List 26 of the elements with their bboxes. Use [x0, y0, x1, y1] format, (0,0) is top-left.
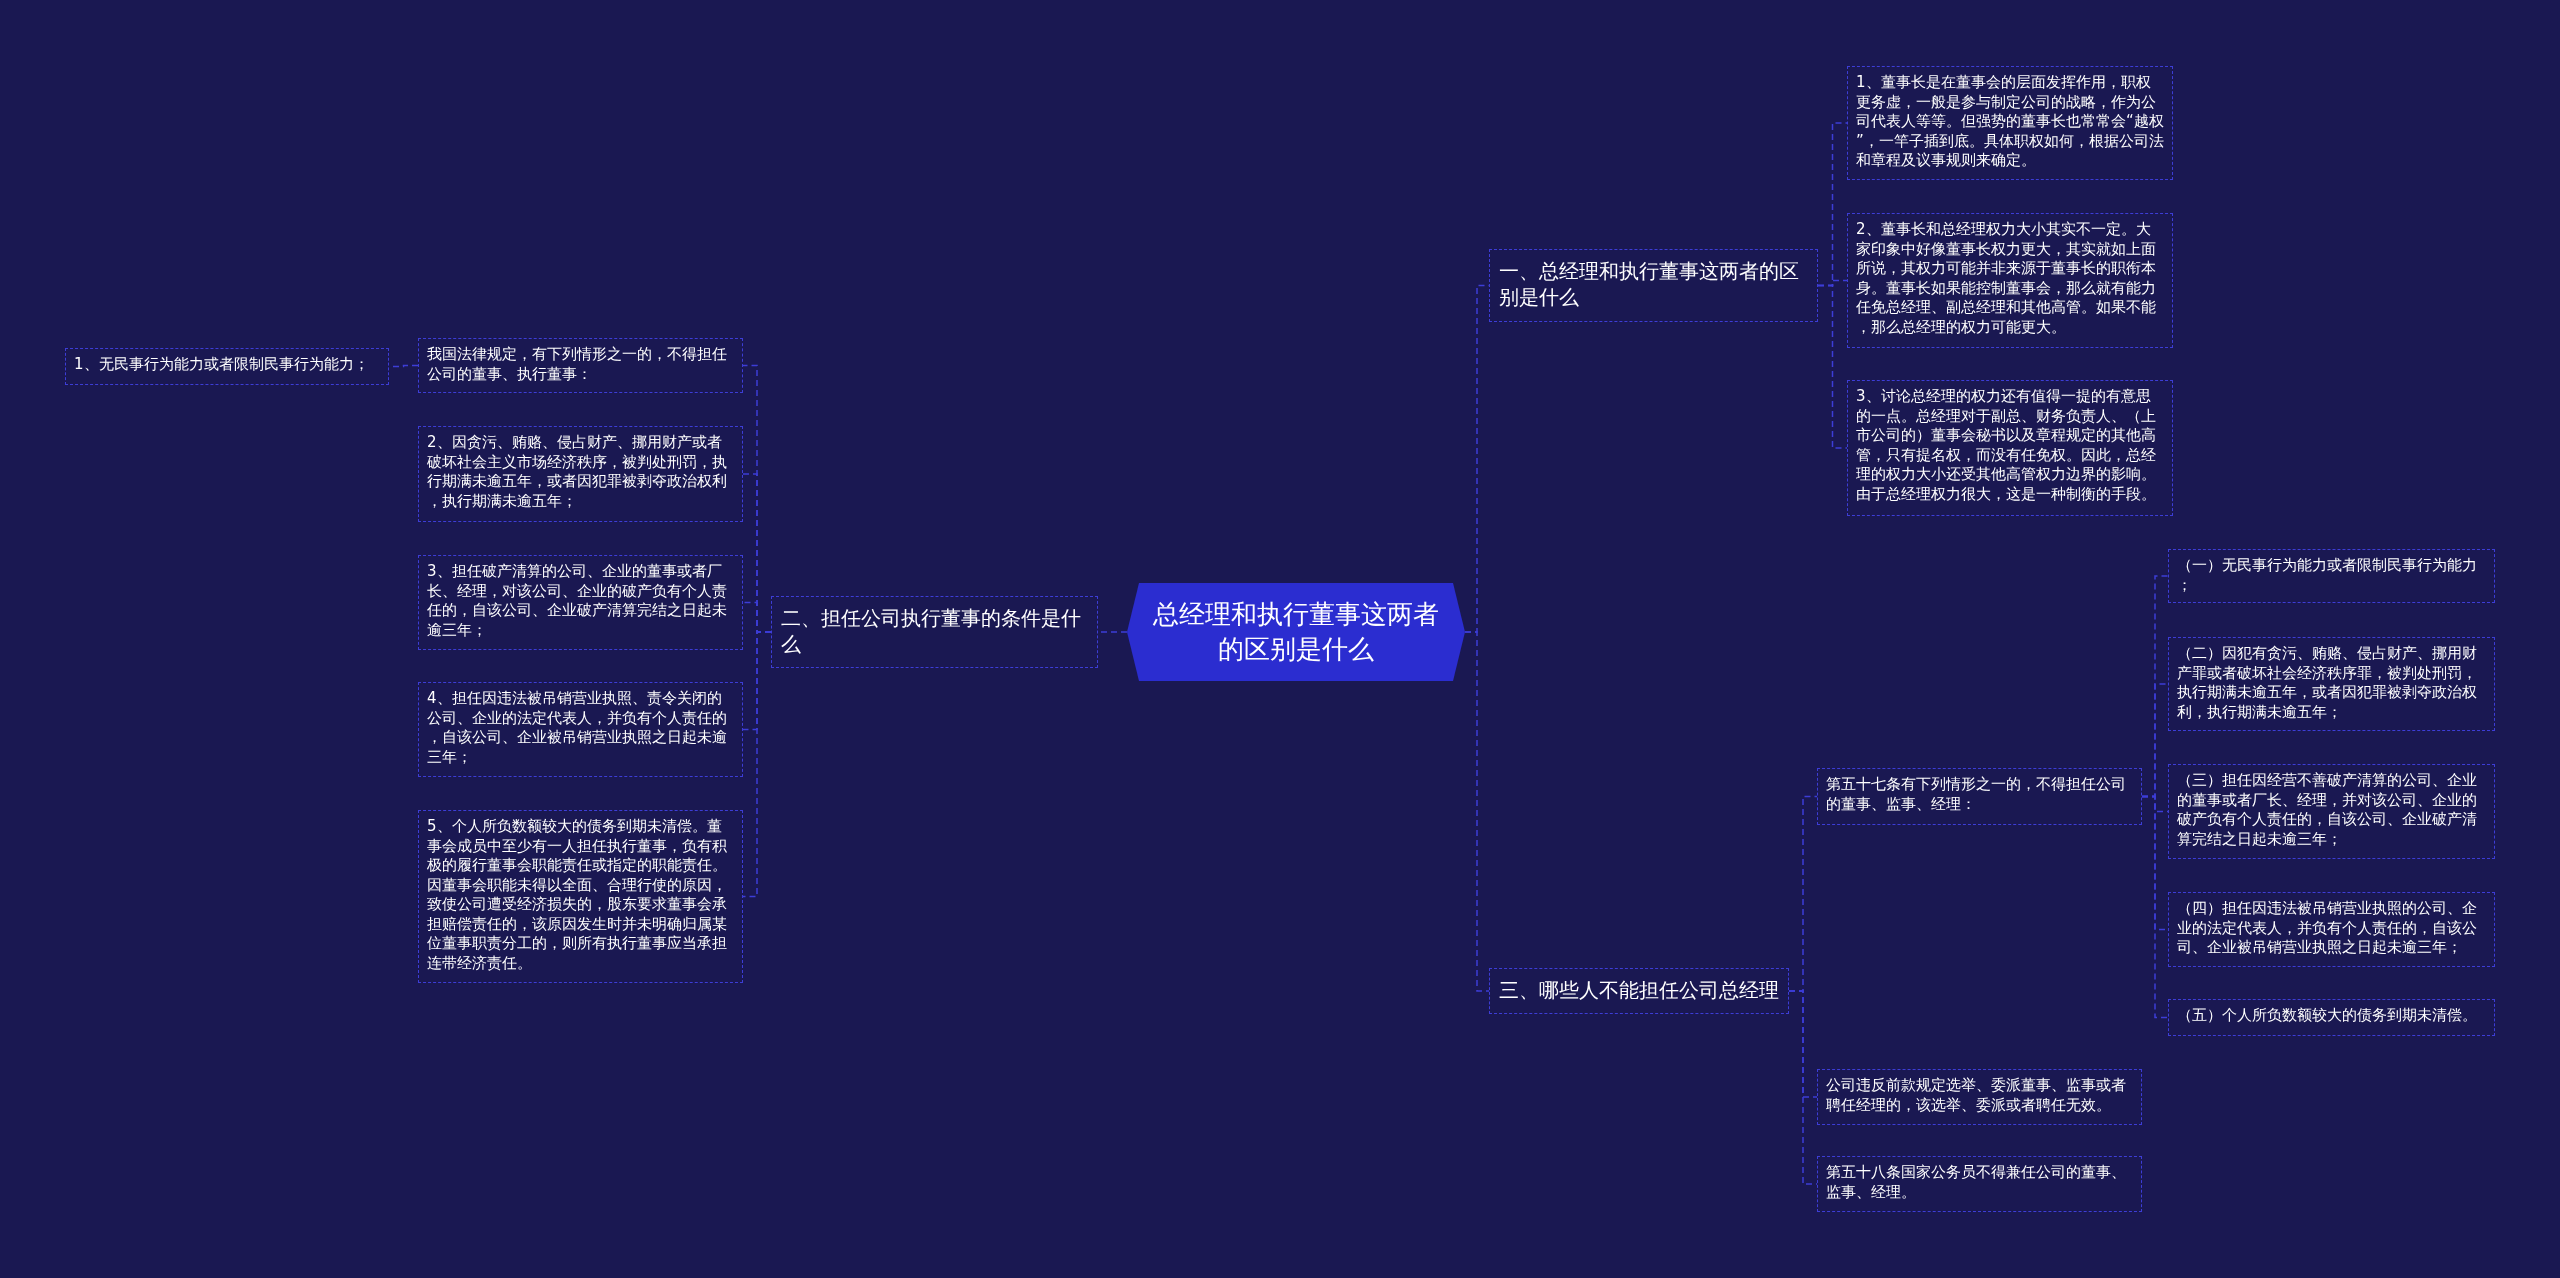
subtopic-box: 第五十八条国家公务员不得兼任公司的董事、监事、经理。: [1817, 1156, 2142, 1212]
subtopic-box: （二）因犯有贪污、贿赂、侵占财产、挪用财产罪或者破坏社会经济秩序罪，被判处刑罚，执行期满未逾五年，或者因犯罪被剥夺政治权利，执行期满未逾五年；: [2168, 637, 2495, 731]
connector-line: [742, 631, 772, 898]
subtopic-box: 3、讨论总经理的权力还有值得一提的有意思的一点。总经理对于副总、财务负责人、（上市公司的）董事会秘书以及章程规定的其他高管，只有提名权，而没有任免权。因此，总经理的权力大小还受其他高管权力边界的影响。由于总经理权力很大，这是一种制衡的手段。: [1847, 380, 2173, 516]
subtopic-box: 我国法律规定，有下列情形之一的，不得担任公司的董事、执行董事：: [418, 338, 743, 393]
central-topic: 总经理和执行董事这两者的区别是什么: [1127, 583, 1465, 681]
connector-line: [2141, 795, 2169, 1019]
topic-box: 二、担任公司执行董事的条件是什么: [771, 596, 1098, 668]
subtopic-box: （五）个人所负数额较大的债务到期未清偿。: [2168, 999, 2495, 1036]
subtopic-box: 2、董事长和总经理权力大小其实不一定。大家印象中好像董事长权力更大，其实就如上面所说，其权力可能并非来源于董事长的职衔本身。董事长如果能控制董事会，那么就有能力任免总经理、副总经理和其他高管。如果不能，那么总经理的权力可能更大。: [1847, 213, 2173, 348]
connector-line: [1464, 631, 1490, 992]
topic-box: 一、总经理和执行董事这两者的区别是什么: [1489, 249, 1818, 322]
subtopic-box: 第五十七条有下列情形之一的，不得担任公司的董事、监事、经理：: [1817, 768, 2142, 825]
subtopic-box: （一）无民事行为能力或者限制民事行为能力；: [2168, 549, 2495, 603]
connector-line: [1788, 990, 1818, 1185]
subtopic-box: 4、担任因违法被吊销营业执照、责令关闭的公司、企业的法定代表人，并负有个人责任的，自该公司、企业被吊销营业执照之日起未逾三年；: [418, 682, 743, 777]
subtopic-box: 1、无民事行为能力或者限制民事行为能力；: [65, 348, 389, 385]
subtopic-box: （四）担任因违法被吊销营业执照的公司、企业的法定代表人，并负有个人责任的，自该公司、企业被吊销营业执照之日起未逾三年；: [2168, 892, 2495, 967]
subtopic-box: 5、个人所负数额较大的债务到期未清偿。董事会成员中至少有一人担任执行董事，负有积极的履行董事会职能责任或指定的职能责任。因董事会职能未得以全面、合理行使的原因，致使公司遭受经济损失的，股东要求董事会承担赔偿责任的，该原因发生时并未明确归属某位董事职责分工的，则所有执行董事应当承担连带经济责任。: [418, 810, 743, 983]
subtopic-box: 3、担任破产清算的公司、企业的董事或者厂长、经理，对该公司、企业的破产负有个人责任的，自该公司、企业破产清算完结之日起未逾三年；: [418, 555, 743, 650]
subtopic-box: 1、董事长是在董事会的层面发挥作用，职权更务虚，一般是参与制定公司的战略，作为公司代表人等等。但强势的董事长也常常会“越权”，一竿子插到底。具体职权如何，根据公司法和章程及议事规则来确定。: [1847, 66, 2173, 180]
subtopic-box: （三）担任因经营不善破产清算的公司、企业的董事或者厂长、经理，并对该公司、企业的破产负有个人责任的，自该公司、企业破产清算完结之日起未逾三年；: [2168, 764, 2495, 859]
topic-box: 三、哪些人不能担任公司总经理: [1489, 968, 1789, 1014]
subtopic-box: 公司违反前款规定选举、委派董事、监事或者聘任经理的，该选举、委派或者聘任无效。: [1817, 1069, 2142, 1125]
subtopic-box: 2、因贪污、贿赂、侵占财产、挪用财产或者破坏社会主义市场经济秩序，被判处刑罚，执行期满未逾五年，或者因犯罪被剥夺政治权利，执行期满未逾五年；: [418, 426, 743, 522]
connector-line: [1817, 284, 1848, 449]
